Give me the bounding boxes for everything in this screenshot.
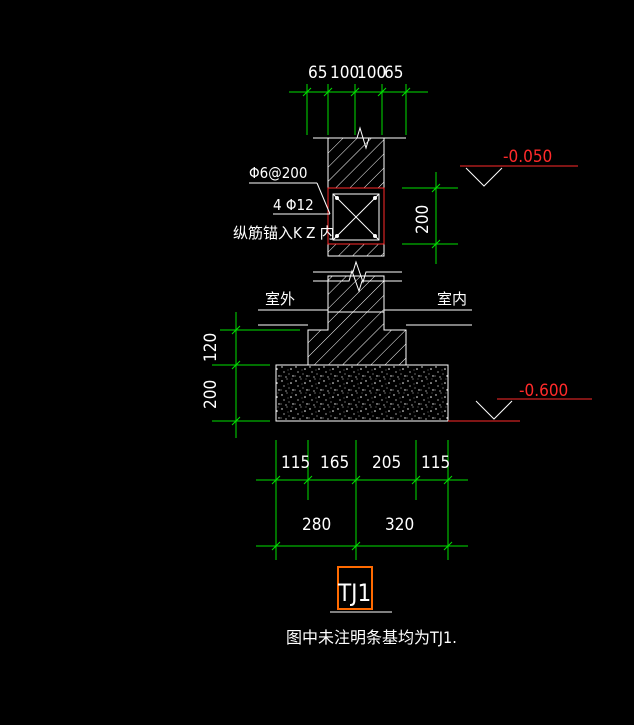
stirrup-label: Φ6@200 bbox=[249, 164, 307, 182]
beam-height-label: 200 bbox=[413, 205, 433, 234]
anchor-note: 纵筋锚入K Z 内 bbox=[233, 224, 335, 242]
beam-height-dimension bbox=[402, 172, 458, 264]
ground-lines bbox=[258, 309, 472, 326]
elevation-bottom: -0.600 bbox=[519, 381, 568, 401]
detail-title: TJ1 bbox=[337, 579, 371, 607]
detail-note: 图中未注明条基均为TJ1. bbox=[286, 628, 457, 647]
title-highlight-box bbox=[337, 566, 373, 610]
left-dimension bbox=[212, 312, 300, 438]
left-dim-120: 120 bbox=[201, 333, 221, 362]
elevation-marker-top bbox=[460, 165, 578, 187]
top-dim-100-right: 100 bbox=[357, 63, 386, 83]
top-dim-65-left: 65 bbox=[308, 63, 327, 83]
elevation-top: -0.050 bbox=[503, 147, 552, 167]
bottom-dim-280: 280 bbox=[302, 515, 331, 535]
top-dim-65-right: 65 bbox=[384, 63, 403, 83]
beam-section bbox=[327, 187, 385, 245]
bottom-dim-320: 320 bbox=[385, 515, 414, 535]
left-dim-200: 200 bbox=[201, 380, 221, 409]
outdoor-label: 室外 bbox=[265, 290, 295, 308]
bottom-dimension-row2 bbox=[256, 500, 468, 560]
bottom-dimension-row1 bbox=[256, 440, 468, 500]
top-dimension bbox=[289, 84, 428, 135]
bottom-dim-205: 205 bbox=[372, 453, 401, 473]
top-dim-100-left: 100 bbox=[330, 63, 359, 83]
indoor-label: 室内 bbox=[437, 290, 467, 308]
elevation-marker-bottom bbox=[448, 398, 592, 422]
rebar-label: 4 Φ12 bbox=[273, 196, 314, 214]
bottom-dim-115-right: 115 bbox=[421, 453, 450, 473]
footing-concrete bbox=[275, 364, 449, 422]
wall-section bbox=[307, 126, 407, 366]
bottom-dim-115-left: 115 bbox=[281, 453, 310, 473]
bottom-dim-165: 165 bbox=[320, 453, 349, 473]
